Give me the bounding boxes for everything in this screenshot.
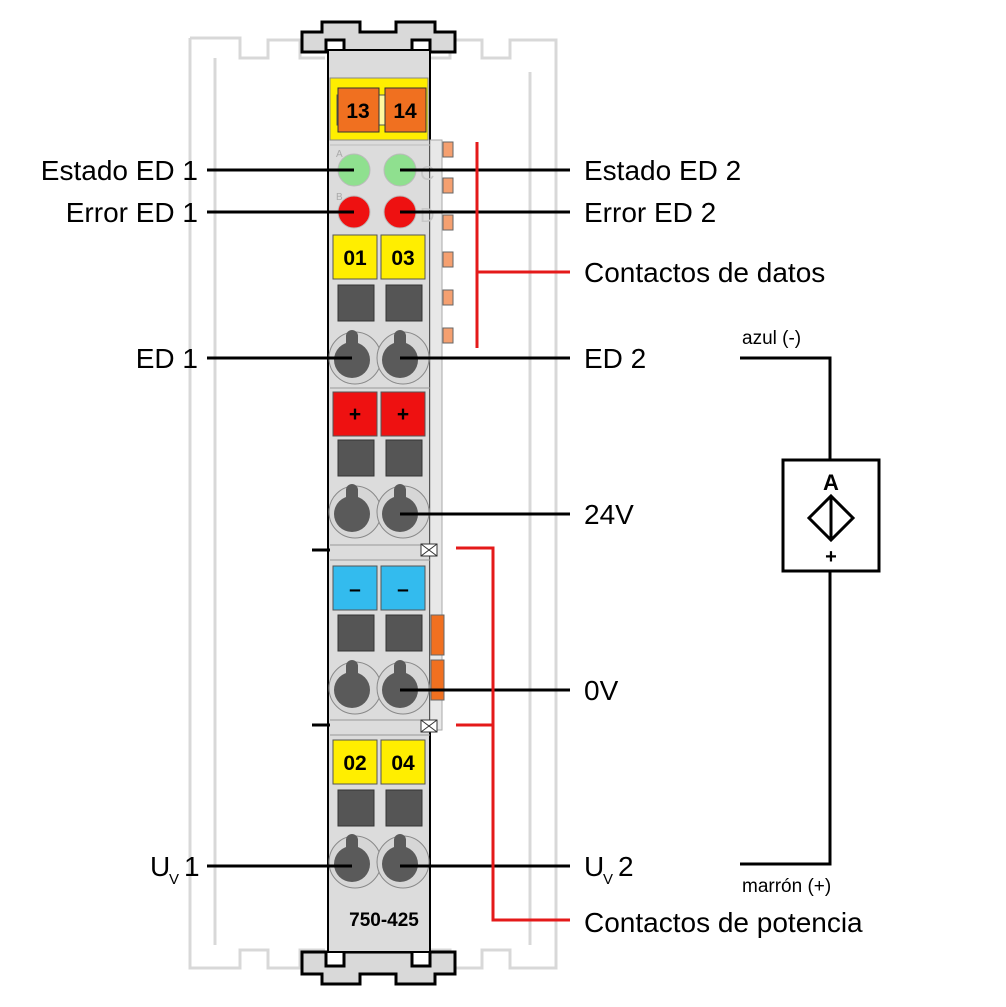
- label-0v: 0V: [584, 675, 619, 706]
- clamp-pair-4: [328, 834, 430, 889]
- svg-text:U: U: [584, 851, 604, 882]
- release-button-2b: [385, 439, 423, 477]
- label-uv1: U V 1: [150, 851, 200, 888]
- release-button-2a: [337, 439, 375, 477]
- terminal-minus-1: [332, 565, 378, 611]
- terminal-03: [380, 234, 426, 280]
- led-letter-b: B: [336, 192, 343, 203]
- power-contact-marker-top: [420, 543, 438, 557]
- led-letter-d: D: [420, 205, 434, 227]
- terminal-minus-2-label: –: [397, 578, 409, 601]
- label-di1: ED 1: [136, 343, 198, 374]
- label-uv2: U V 2: [584, 851, 634, 888]
- label-status-di2: Estado ED 2: [584, 155, 741, 186]
- leader-lines: [207, 168, 570, 868]
- terminal-plus-2-label: +: [397, 403, 409, 426]
- sensor-sign: +: [825, 546, 837, 568]
- release-button-1a: [337, 284, 375, 322]
- release-button-4a: [337, 789, 375, 827]
- label-wire-brown: marrón (+): [742, 876, 831, 897]
- release-button-4b: [385, 789, 423, 827]
- power-contact-marker-bottom: [420, 719, 438, 733]
- label-status-di1: Estado ED 1: [41, 155, 198, 186]
- svg-text:2: 2: [618, 851, 634, 882]
- label-error-di2: Error ED 2: [584, 197, 716, 228]
- sensor-letter: A: [823, 470, 839, 495]
- terminal-03-label: 03: [391, 247, 414, 270]
- mount-clips: [300, 20, 457, 986]
- terminal-minus-1-label: –: [349, 578, 361, 601]
- terminal-02-label: 02: [343, 752, 366, 775]
- data-contact-pads: [442, 141, 454, 344]
- release-button-1b: [385, 284, 423, 322]
- terminal-13-label: 13: [346, 100, 369, 123]
- din-rail-outline: [188, 36, 558, 970]
- svg-text:U: U: [150, 851, 170, 882]
- label-power-contacts: Contactos de potencia: [584, 907, 863, 938]
- terminal-plus-2: [380, 391, 426, 437]
- terminal-plus-1-label: +: [349, 403, 361, 426]
- terminal-14-label: 14: [393, 100, 417, 123]
- svg-text:V: V: [169, 871, 179, 888]
- terminal-14: [384, 87, 427, 133]
- led-letter-c: C: [420, 163, 434, 185]
- data-contacts-bracket: [475, 142, 570, 348]
- label-error-di1: Error ED 1: [66, 197, 198, 228]
- terminal-plus-1: [332, 391, 378, 437]
- terminal-13: [337, 87, 380, 133]
- label-wire-blue: azul (-): [742, 328, 801, 349]
- release-button-3b: [385, 614, 423, 652]
- sensor-symbol-icon: [806, 493, 856, 543]
- led-letter-a: A: [336, 149, 343, 160]
- svg-text:1: 1: [184, 851, 200, 882]
- terminal-01: [332, 234, 378, 280]
- model-number: 750-425: [349, 910, 419, 931]
- power-contacts-bracket: [456, 546, 570, 922]
- terminal-04-label: 04: [391, 752, 415, 775]
- sensor-wires: [740, 356, 832, 866]
- terminal-01-label: 01: [343, 247, 367, 270]
- release-button-3a: [337, 614, 375, 652]
- label-24v: 24V: [584, 499, 634, 530]
- label-di2: ED 2: [584, 343, 646, 374]
- terminal-minus-2: [380, 565, 426, 611]
- terminal-02: [332, 739, 378, 785]
- label-data-contacts: Contactos de datos: [584, 257, 825, 288]
- svg-text:V: V: [603, 871, 613, 888]
- clamp-pair-3: [328, 660, 430, 715]
- clamp-pair-2: [328, 484, 430, 539]
- terminal-04: [380, 739, 426, 785]
